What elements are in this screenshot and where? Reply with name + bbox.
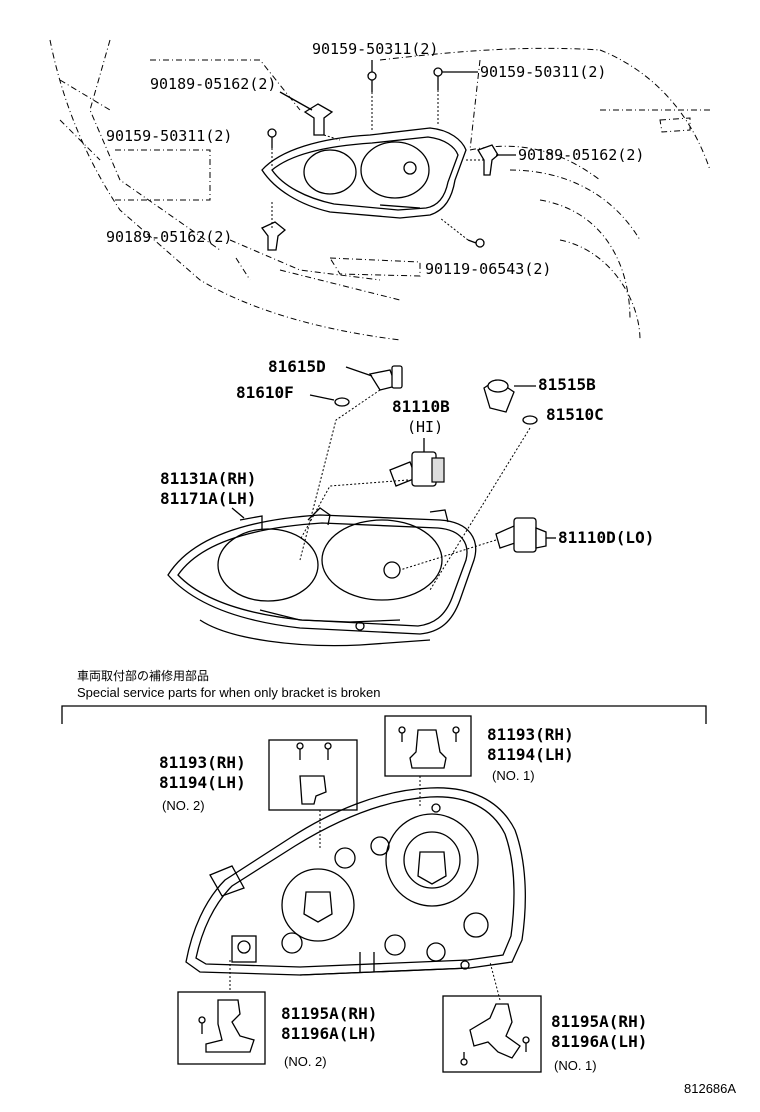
screw-icon xyxy=(398,726,406,742)
part-label: 81515B xyxy=(538,375,596,394)
part-label: 81110D(LO) xyxy=(558,528,654,547)
lo-beam-bulb-icon xyxy=(495,517,547,553)
bracket-icon xyxy=(409,729,447,769)
note-english: Special service parts for when only brac… xyxy=(77,685,380,700)
exploded-bulbs xyxy=(299,365,547,591)
screw-icon xyxy=(460,1052,468,1066)
part-label: 81110B xyxy=(392,397,450,416)
part-label: 90159-50311(2) xyxy=(312,40,438,58)
part-label: 81194(LH) xyxy=(159,773,246,792)
part-label: 81610F xyxy=(236,383,294,402)
part-label: (HI) xyxy=(407,418,443,436)
part-label: 81171A(LH) xyxy=(160,489,256,508)
top-part-labels: 90159-50311(2) 90189-05162(2) 90159-5031… xyxy=(106,40,644,278)
screw-icon xyxy=(433,67,443,90)
bracket-box-no2-lower xyxy=(177,991,266,1065)
part-label: 90189-05162(2) xyxy=(150,75,276,93)
figure-id: 812686A xyxy=(684,1081,736,1096)
part-label: 81193(RH) xyxy=(159,753,246,772)
clip-icon xyxy=(477,144,499,176)
bulb-socket-icon xyxy=(483,379,515,413)
fasteners-top xyxy=(260,67,499,251)
part-label: 90189-05162(2) xyxy=(106,228,232,246)
screw-icon xyxy=(522,1036,530,1052)
part-label: 81510C xyxy=(546,405,604,424)
headlamp-top-installed xyxy=(261,127,467,219)
headlamp-rear-view xyxy=(185,776,526,1001)
bracket-box-no1-lower xyxy=(442,995,542,1073)
screw-icon xyxy=(267,128,277,148)
part-label: 81196A(LH) xyxy=(551,1032,647,1051)
part-label: 81194(LH) xyxy=(487,745,574,764)
clip-icon xyxy=(260,221,287,251)
screw-icon xyxy=(324,742,332,760)
part-label: 81196A(LH) xyxy=(281,1024,377,1043)
headlamp-unit-exploded xyxy=(167,507,477,647)
screw-icon xyxy=(467,238,485,248)
clip-icon xyxy=(303,103,334,136)
screw-icon xyxy=(452,726,460,742)
part-label: 90189-05162(2) xyxy=(518,146,644,164)
part-label: (NO. 1) xyxy=(554,1058,597,1073)
vehicle-front-outline xyxy=(49,39,711,341)
screw-icon xyxy=(367,71,377,92)
part-label: 81193(RH) xyxy=(487,725,574,744)
bracket-icon xyxy=(205,999,255,1053)
bracket-icon xyxy=(469,1003,521,1059)
bracket-box-no1-upper xyxy=(384,715,472,777)
part-label: (NO. 2) xyxy=(162,798,205,813)
hi-beam-bulb-icon xyxy=(389,451,445,487)
screw-icon xyxy=(198,1016,206,1034)
part-label: 81195A(RH) xyxy=(281,1004,377,1023)
part-label: 81131A(RH) xyxy=(160,469,256,488)
part-label: 90159-50311(2) xyxy=(106,127,232,145)
part-label: (NO. 2) xyxy=(284,1054,327,1069)
middle-part-labels: 81615D 81610F 81515B 81110B (HI) 81510C … xyxy=(160,357,654,547)
part-label: 90159-50311(2) xyxy=(480,63,606,81)
part-label: 81195A(RH) xyxy=(551,1012,647,1031)
bulb-socket-icon xyxy=(368,365,403,391)
section-bracket xyxy=(61,705,707,724)
part-label: (NO. 1) xyxy=(492,768,535,783)
small-bulb-icon xyxy=(334,397,350,407)
note-japanese: 車両取付部の補修用部品 xyxy=(77,668,209,683)
part-label: 81615D xyxy=(268,357,326,376)
screw-icon xyxy=(296,742,304,760)
bracket-icon xyxy=(299,775,327,805)
part-label: 90119-06543(2) xyxy=(425,260,551,278)
bracket-box-no2-upper xyxy=(268,739,358,811)
small-bulb-icon xyxy=(522,415,538,425)
